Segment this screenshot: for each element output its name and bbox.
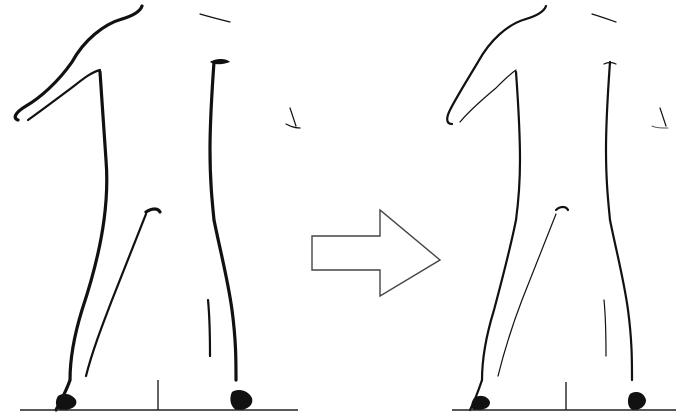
right-leg-outer-2 [610,220,632,380]
left-torso-side-2 [516,72,520,220]
right-arm-fragment [290,108,296,126]
right-arm-fragment-2 [660,108,666,126]
crotch-contour-2 [556,207,568,210]
left-leg-inner [86,214,146,376]
left-leg-inner-2 [498,214,556,376]
left-foot-shadow-2 [471,396,490,410]
crotch-contour [146,209,160,212]
left-foot-shadow [56,394,76,410]
right-torso-side [210,62,214,220]
right-foot-shadow-2 [628,392,646,410]
neck-right-edge [200,14,230,22]
left-arm-outer [15,19,122,120]
neck-right-edge-2 [592,14,616,22]
right-torso-side-2 [606,62,610,220]
left-torso-side [100,72,107,220]
left-arm-inner [28,70,100,120]
neck-left-edge-2 [526,6,546,19]
right-arm-tick [286,124,300,128]
right-leg-inner-2 [604,300,606,356]
right-leg-inner [208,300,210,356]
body-outline-right [447,6,676,410]
transition-arrow[interactable] [312,210,440,296]
neck-left-edge [122,6,142,19]
right-leg-outer [214,220,236,380]
right-foot-shadow [230,390,252,410]
left-leg-outer [70,220,104,380]
body-outline-left [15,6,300,410]
left-leg-outer-2 [482,220,516,380]
